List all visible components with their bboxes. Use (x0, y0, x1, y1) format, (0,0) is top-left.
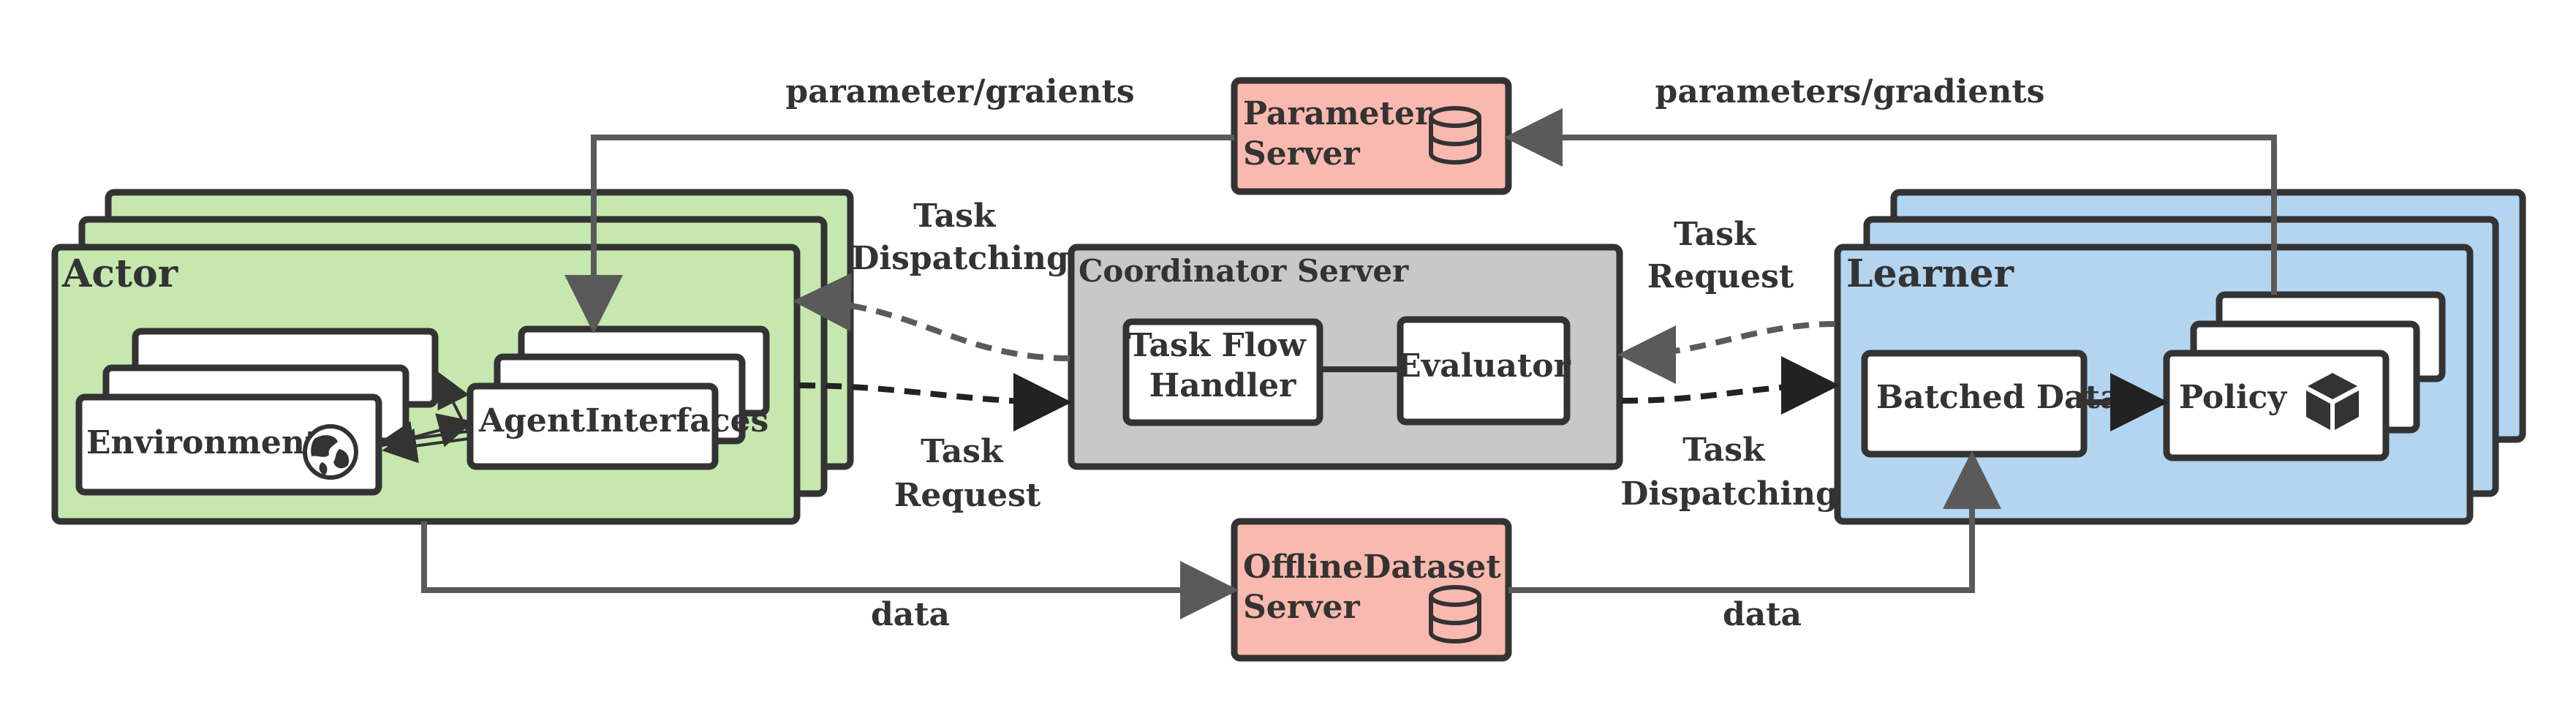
environment-label: Environment (86, 424, 320, 461)
parameter-server: Parameter Server (1231, 77, 1512, 195)
policy-label: Policy (2179, 379, 2287, 416)
actor-title: Actor (61, 252, 178, 296)
task-flow-handler-label: Task Flow Handler (1128, 327, 1317, 404)
edge-label-task-request-left: Task Request (894, 433, 1041, 514)
learner-to-param-arrow (1504, 108, 2277, 295)
learner-title: Learner (1846, 252, 2014, 296)
globe-icon (303, 424, 358, 480)
edge-label-task-request-right: Task Request (1647, 216, 1794, 295)
dataset-to-learner-arrow (1508, 450, 2001, 593)
edge-label-parameter-right: parameters/gradients (1655, 73, 2045, 110)
task-dispatch-left-arrow (793, 273, 1070, 361)
batched-data-label: Batched Data (1876, 379, 2120, 416)
agent-interfaces-label: AgentInterfaces (478, 402, 768, 440)
cube-icon (2306, 373, 2359, 430)
edge-label-parameter-left: parameter/graients (785, 73, 1134, 110)
task-request-left-arrow (798, 372, 1072, 431)
env-agent-arrows (378, 371, 474, 464)
database-icon (1429, 585, 1481, 644)
actor-to-dataset-arrow (421, 521, 1239, 619)
coordinator-title: Coordinator Server (1079, 253, 1409, 289)
edge-label-data-right: data (1723, 596, 1802, 633)
learner-group: Learner Batched Data Policy (1834, 189, 2526, 525)
parameter-server-label: Parameter Server (1243, 95, 1443, 173)
task-dispatch-right-arrow (1621, 356, 1840, 415)
coordinator-group: Coordinator Server Task Flow Handler Eva… (1068, 244, 1623, 470)
offline-dataset-server-label: OfflineDataset Server (1243, 548, 1512, 626)
offline-dataset-server: OfflineDataset Server (1231, 518, 1512, 662)
evaluator-label: Evaluator (1397, 347, 1571, 385)
edge-label-task-dispatching-left: Task Dispatching (851, 197, 1069, 277)
database-icon (1429, 106, 1481, 165)
param-to-actor-arrow (564, 135, 1234, 333)
edge-label-data-left: data (871, 596, 950, 633)
task-request-right-arrow (1617, 321, 1836, 384)
edge-label-task-dispatching-right: Task Dispatching (1620, 431, 1838, 513)
actor-group: Actor Environment AgentInterfaces (51, 189, 854, 525)
